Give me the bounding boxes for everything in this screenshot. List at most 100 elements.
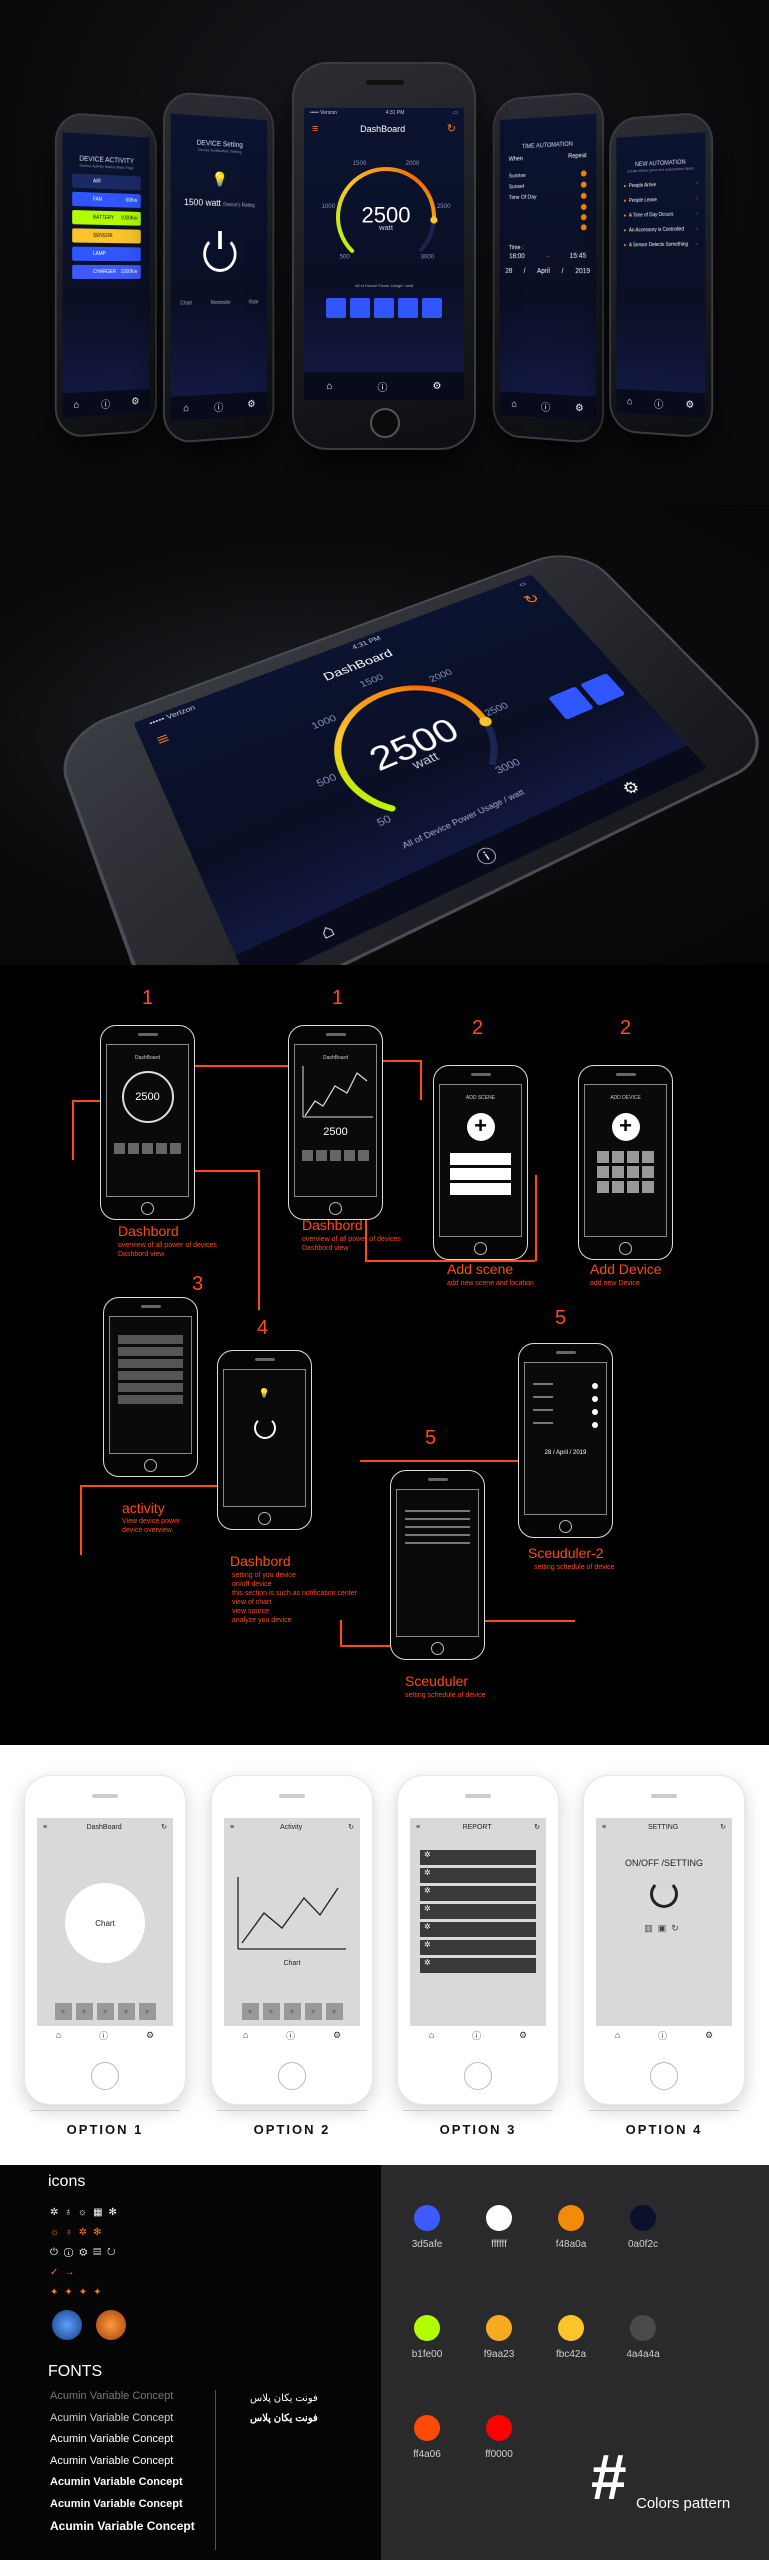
wireframe-add-device[interactable]: ADD DEVICE + xyxy=(578,1065,673,1260)
info-icon[interactable]: ⓘ xyxy=(658,2030,668,2041)
gear-icon[interactable]: ⚙ xyxy=(131,395,140,408)
time-from[interactable]: 18:00 xyxy=(509,253,525,261)
device-tile[interactable]: ▫ xyxy=(283,2003,301,2020)
device-tile[interactable]: ▫ xyxy=(75,2003,93,2020)
gear-icon[interactable]: ⚙ xyxy=(518,2029,528,2040)
power-icon[interactable] xyxy=(253,1417,276,1439)
info-icon[interactable]: ⓘ xyxy=(213,402,224,414)
menu-icon[interactable]: ≡ xyxy=(43,1823,48,1831)
wireframe-add-scene[interactable]: ADD SCENE + xyxy=(433,1065,528,1260)
home-icon[interactable]: ⌂ xyxy=(242,2030,249,2040)
info-icon[interactable]: ⓘ xyxy=(472,2030,482,2041)
home-icon[interactable]: ⌂ xyxy=(326,380,333,392)
home-button[interactable] xyxy=(370,408,400,438)
device-tile[interactable] xyxy=(398,298,418,318)
refresh-icon[interactable]: ↻ xyxy=(446,123,456,135)
gear-icon[interactable]: ⚙ xyxy=(704,2029,714,2040)
menu-icon[interactable]: ≡ xyxy=(312,122,319,135)
info-icon[interactable]: ⓘ xyxy=(473,844,502,870)
wireframe-dashboard-gauge[interactable]: DashBoard 2500 xyxy=(100,1025,195,1220)
repeat-dot-icon[interactable] xyxy=(580,170,587,177)
refresh-icon[interactable]: ↻ xyxy=(520,591,544,608)
automation-trigger[interactable]: Time Of Day xyxy=(509,192,587,201)
home-button[interactable] xyxy=(278,2062,306,2090)
device-row[interactable]: AIR xyxy=(72,173,141,191)
chart-label[interactable]: Chart xyxy=(180,300,192,307)
power-icon[interactable] xyxy=(650,1880,678,1908)
automation-option[interactable]: ●People Arrive› xyxy=(624,180,698,189)
device-tile[interactable]: ▫ xyxy=(262,2003,280,2020)
report-row[interactable]: ✲ xyxy=(420,1886,536,1901)
home-icon[interactable]: ⌂ xyxy=(73,399,80,411)
reminder-label[interactable]: Reminder xyxy=(210,299,231,307)
report-row[interactable]: ✲ xyxy=(420,1940,536,1955)
repeat-dot-icon[interactable] xyxy=(580,203,587,211)
info-icon[interactable]: ⓘ xyxy=(377,382,388,394)
menu-icon[interactable]: ≡ xyxy=(154,729,173,750)
wireframe-dashboard-chart[interactable]: DashBoard 2500 xyxy=(288,1025,383,1220)
report-row[interactable]: ✲ xyxy=(420,1958,536,1973)
wireframe-scheduler-2[interactable]: 28 / April / 2019 xyxy=(518,1343,613,1538)
device-tile[interactable]: ▫ xyxy=(138,2003,156,2020)
wireframe-activity[interactable] xyxy=(103,1297,198,1477)
repeat-dot-icon[interactable] xyxy=(580,181,587,188)
repeat-dot-icon[interactable] xyxy=(580,224,587,231)
wf-add-icon[interactable]: + xyxy=(611,1113,640,1141)
wireframe-scheduler[interactable] xyxy=(390,1470,485,1660)
device-tile[interactable] xyxy=(350,298,370,318)
rate-label[interactable]: Rate xyxy=(248,299,259,306)
power-button[interactable] xyxy=(203,230,237,273)
time-to[interactable]: 15:45 xyxy=(569,252,587,260)
wf-add-icon[interactable]: + xyxy=(466,1113,495,1141)
device-tile[interactable]: ▫ xyxy=(241,2003,259,2020)
home-icon[interactable]: ⌂ xyxy=(511,398,518,410)
refresh-icon[interactable]: ↻ xyxy=(348,1824,354,1831)
menu-icon[interactable]: ≡ xyxy=(602,1823,607,1831)
report-row[interactable]: ✲ xyxy=(420,1868,536,1883)
report-row[interactable]: ✲ xyxy=(420,1922,536,1937)
gauge-needle-dot[interactable] xyxy=(430,216,438,224)
option-phone[interactable]: ≡REPORT↻✲✲✲✲✲✲✲⌂ⓘ⚙ xyxy=(397,1775,559,2105)
date-day[interactable]: 28 xyxy=(505,267,513,275)
gear-icon[interactable]: ⚙ xyxy=(145,2029,155,2040)
home-icon[interactable]: ⌂ xyxy=(626,395,633,407)
info-icon[interactable]: ⓘ xyxy=(99,2030,109,2041)
gear-icon[interactable]: ⚙ xyxy=(332,2029,342,2040)
device-tile[interactable]: ▫ xyxy=(96,2003,114,2020)
report-row[interactable]: ✲ xyxy=(420,1904,536,1919)
automation-option[interactable]: ●People Leave› xyxy=(624,196,698,204)
home-button[interactable] xyxy=(464,2062,492,2090)
home-icon[interactable]: ⌂ xyxy=(55,2030,62,2040)
gear-icon[interactable]: ⚙ xyxy=(432,380,442,392)
device-tile[interactable]: ▫ xyxy=(54,2003,72,2020)
time-range[interactable]: 18:00→15:45 xyxy=(509,252,587,261)
home-icon[interactable]: ⌂ xyxy=(183,402,190,414)
device-tile[interactable]: ▫ xyxy=(117,2003,135,2020)
device-tile[interactable] xyxy=(374,298,394,318)
option-phone[interactable]: ≡DashBoard↻Chart▫▫▫▫▫⌂ⓘ⚙ xyxy=(24,1775,186,2105)
device-row[interactable]: SENSOR xyxy=(72,228,141,244)
refresh-icon[interactable]: ↻ xyxy=(534,1824,540,1831)
option-phone[interactable]: ≡SETTING↻ON/OFF /SETTING▥▣↻⌂ⓘ⚙ xyxy=(583,1775,745,2105)
automation-trigger[interactable]: Sunrise xyxy=(509,170,587,180)
menu-icon[interactable]: ≡ xyxy=(230,1823,235,1831)
home-icon[interactable]: ⌂ xyxy=(614,2030,621,2040)
info-icon[interactable]: ⓘ xyxy=(100,399,111,411)
info-icon[interactable]: ⓘ xyxy=(654,399,664,411)
automation-option[interactable]: ●An Accessory is Controlled› xyxy=(624,226,698,234)
repeat-dot-icon[interactable] xyxy=(580,192,587,199)
repeat-dot-icon[interactable] xyxy=(580,214,587,221)
gear-icon[interactable]: ⚙ xyxy=(617,776,644,799)
option-phone[interactable]: ≡Activity↻Chart▫▫▫▫▫⌂ⓘ⚙ xyxy=(211,1775,373,2105)
device-tile[interactable] xyxy=(326,298,346,318)
automation-trigger[interactable]: Sunset xyxy=(509,181,587,190)
refresh-icon[interactable]: ↻ xyxy=(720,1824,726,1831)
automation-option[interactable]: ●A Time of Day Occurs› xyxy=(624,211,698,219)
refresh-icon[interactable]: ↻ xyxy=(161,1824,167,1831)
device-tile[interactable] xyxy=(422,298,442,318)
gear-icon[interactable]: ⚙ xyxy=(247,398,256,410)
date-year[interactable]: 2019 xyxy=(575,268,591,276)
device-tile[interactable]: ▫ xyxy=(304,2003,322,2020)
